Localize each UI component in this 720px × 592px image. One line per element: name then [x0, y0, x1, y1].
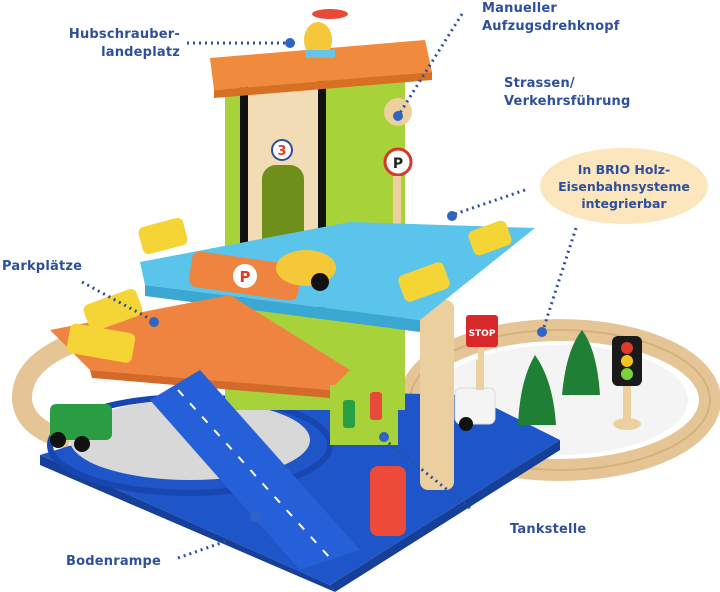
label-ground-ramp: Bodenrampe	[66, 553, 161, 571]
white-van	[454, 387, 496, 431]
level-number: 3	[277, 144, 286, 159]
label-elevator-knob-line2: Aufzugsdrehknopf	[482, 19, 620, 34]
ramp	[150, 370, 360, 570]
wooden-pillar	[420, 300, 454, 490]
label-gas-station: Tankstelle	[510, 521, 586, 539]
label-helipad-line1: Hubschrauber-	[68, 27, 180, 42]
label-helipad-line2: landeplatz	[101, 45, 180, 60]
pointer-lines	[81, 13, 578, 560]
label-roads-line2: Verkehrsführung	[504, 94, 631, 109]
green-car	[50, 404, 112, 452]
pointer-dots	[149, 38, 547, 522]
label-roads-line1: Strassen/	[504, 76, 575, 91]
label-parking: Parkplätze	[2, 258, 82, 276]
svg-text:P: P	[393, 156, 403, 172]
label-elevator-knob: Manueller Aufzugsdrehknopf	[482, 0, 620, 36]
svg-text:STOP: STOP	[469, 329, 496, 339]
label-gas-station-line1: Tankstelle	[510, 522, 587, 537]
stop-sign: STOP	[466, 315, 498, 390]
label-parking-line1: Parkplätze	[2, 259, 83, 274]
label-elevator-knob-line1: Manueller	[482, 1, 557, 16]
traffic-light	[612, 336, 642, 430]
helipad-roof	[210, 9, 432, 98]
label-helipad: Hubschrauber- landeplatz	[40, 26, 180, 62]
upper-level: P	[138, 217, 535, 332]
red-car	[370, 466, 406, 536]
trees	[518, 330, 600, 425]
label-ground-ramp-line1: Bodenrampe	[66, 554, 162, 569]
brio-line1: In BRIO Holz-	[577, 161, 671, 177]
brio-line2: Eisenbahnsysteme	[558, 178, 690, 194]
parking-sign-letter: P	[240, 268, 251, 286]
label-roads: Strassen/ Verkehrsführung	[504, 75, 631, 111]
brio-compatibility-bubble: In BRIO Holz- Eisenbahnsysteme integrier…	[540, 148, 708, 224]
brio-line3: integrierbar	[581, 195, 667, 211]
